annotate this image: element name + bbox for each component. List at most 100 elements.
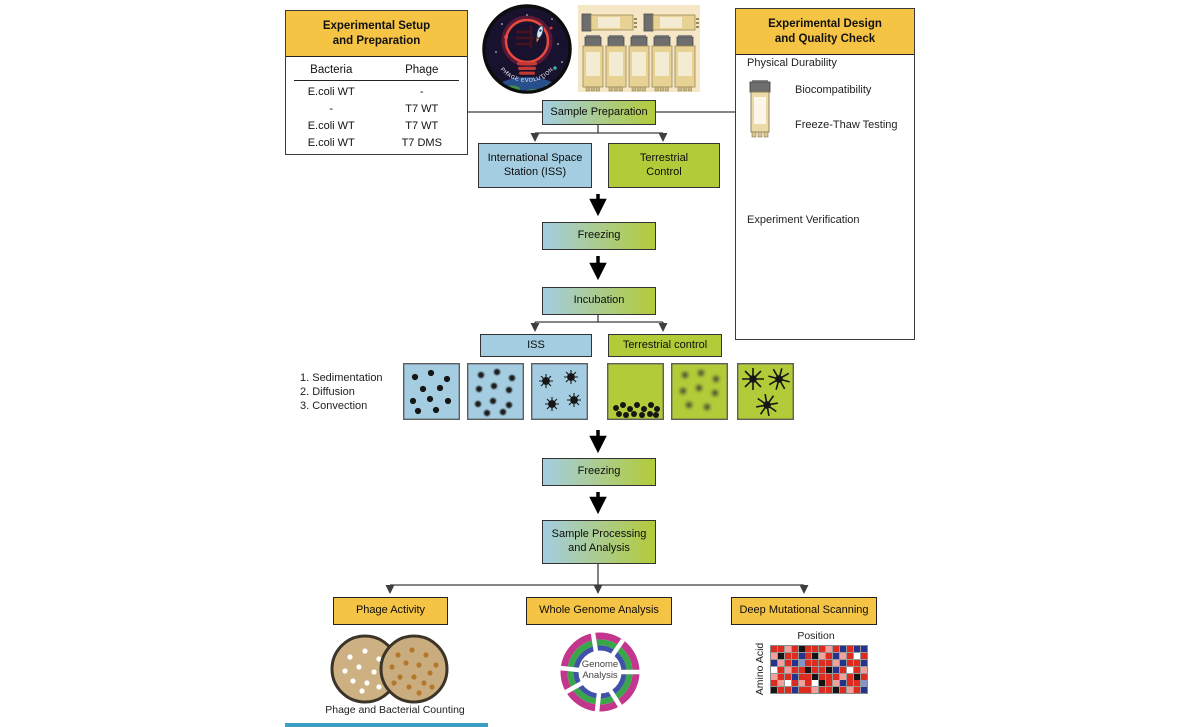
heatmap-cell — [846, 652, 853, 659]
transport-item: 1. Sedimentation — [300, 372, 383, 384]
freezing-box-1: Freezing — [542, 222, 656, 250]
patch-filament — [516, 26, 534, 48]
setup-col-bacteria: Bacteria — [310, 64, 353, 76]
heatmap-cell — [805, 673, 812, 680]
heatmap-cell — [784, 646, 791, 652]
heatmap-cell — [853, 652, 860, 659]
experiment-verification-label: Experiment Verification — [747, 214, 860, 226]
physical-durability-label: Physical Durability — [747, 57, 837, 69]
heatmap-cell — [853, 673, 860, 680]
heatmap-cell — [846, 680, 853, 687]
heatmap-cell — [826, 652, 833, 659]
heatmap-cell — [826, 680, 833, 687]
phage-activity-box: Phage Activity — [333, 597, 448, 625]
heatmap-cell — [853, 646, 860, 652]
heatmap-cell — [771, 673, 777, 680]
heatmap-cell — [791, 687, 798, 694]
heatmap-cell — [805, 659, 812, 666]
counting-label: Phage and Bacterial Counting — [325, 704, 465, 716]
heatmap-cell — [839, 673, 846, 680]
experimental-design-panel: Experimental Design and Quality Check — [735, 8, 915, 340]
heatmap-cell — [777, 652, 784, 659]
heatmap-cell — [798, 687, 805, 694]
incubation-box: Incubation — [542, 287, 656, 315]
heatmap-cell — [777, 687, 784, 694]
heatmap-cell — [833, 680, 840, 687]
heatmap-cell — [812, 652, 819, 659]
setup-table-cell: E.coli WT — [307, 137, 355, 149]
iss-box-2: ISS — [480, 334, 592, 357]
setup-table-cell: - — [419, 86, 424, 98]
heatmap-cell — [791, 673, 798, 680]
heatmap-cell — [819, 687, 826, 694]
heatmap-cell — [839, 646, 846, 652]
heatmap-cell — [860, 673, 867, 680]
terrestrial-sample-square-2 — [671, 363, 728, 420]
patch-stars — [495, 14, 563, 79]
heatmap-cell — [826, 687, 833, 694]
sedimented-cells — [613, 402, 660, 418]
heatmap-cell — [853, 687, 860, 694]
heatmap-cell — [860, 680, 867, 687]
heatmap-cell — [784, 673, 791, 680]
experimental-setup-panel: Experimental Setup and Preparation Bacte… — [285, 10, 468, 155]
heatmap-cell — [833, 673, 840, 680]
heatmap-cell — [839, 680, 846, 687]
terrestrial-sample-square-3 — [737, 363, 794, 420]
horizontal-vials — [581, 13, 699, 32]
heatmap-cell — [860, 659, 867, 666]
biocompatibility-label: Biocompatibility — [795, 84, 872, 96]
heatmap-cell — [771, 680, 777, 687]
heatmap-cell — [833, 666, 840, 673]
heatmap-cell — [798, 666, 805, 673]
heatmap-cell — [860, 652, 867, 659]
terrestrial-control-box: Terrestrial Control — [608, 143, 720, 188]
freeze-thaw-label: Freeze-Thaw Testing — [795, 119, 898, 131]
heatmap-cell — [791, 646, 798, 652]
heatmap-cell — [777, 673, 784, 680]
heatmap-cell — [839, 666, 846, 673]
heatmap-cell — [860, 687, 867, 694]
setup-table-cell: T7 DMS — [401, 137, 442, 149]
mission-patch-logo: PHAGE EVOLUTION — [482, 4, 572, 94]
heatmap-cell — [784, 666, 791, 673]
heatmap-cell — [784, 687, 791, 694]
dms-heatmap-grid — [770, 645, 868, 695]
heatmap-cell — [846, 666, 853, 673]
heatmap-cell — [805, 680, 812, 687]
heatmap-cell — [777, 680, 784, 687]
experimental-setup-header: Experimental Setup and Preparation — [286, 11, 467, 57]
heatmap-cell — [812, 687, 819, 694]
heatmap-cell — [819, 659, 826, 666]
heatmap-cell — [819, 666, 826, 673]
sample-processing-box: Sample Processing and Analysis — [542, 520, 656, 564]
iss-sample-square-3 — [531, 363, 588, 420]
heatmap-cell — [812, 666, 819, 673]
petri-dishes-icon — [330, 634, 449, 704]
heatmap-cell — [846, 673, 853, 680]
experimental-design-title: Experimental Design and Quality Check — [768, 17, 882, 45]
heatmap-cell — [826, 659, 833, 666]
heatmap-cell — [777, 659, 784, 666]
setup-table-row: E.coli WT T7 WT — [286, 118, 467, 135]
heatmap-ylabel: Amino Acid — [754, 642, 766, 696]
iss-sample-square-1 — [403, 363, 460, 420]
heatmap-cell — [771, 646, 777, 652]
heatmap-cell — [819, 652, 826, 659]
setup-table-cell: E.coli WT — [307, 120, 355, 132]
heatmap-cell — [846, 646, 853, 652]
heatmap-cell — [784, 680, 791, 687]
diffusing-cells — [679, 369, 720, 411]
setup-table-header: Bacteria Phage — [286, 58, 467, 78]
dms-heatmap: Position Amino Acid — [746, 630, 876, 705]
setup-table-cell: T7 WT — [405, 120, 439, 132]
cryovial-icon — [749, 80, 771, 138]
heatmap-cell — [812, 673, 819, 680]
terrestrial-sample-square-1 — [607, 363, 664, 420]
heatmap-cell — [812, 680, 819, 687]
heatmap-cell — [819, 673, 826, 680]
heatmap-cell — [798, 646, 805, 652]
setup-table-row: E.coli WT T7 DMS — [286, 135, 467, 152]
heatmap-cell — [833, 646, 840, 652]
